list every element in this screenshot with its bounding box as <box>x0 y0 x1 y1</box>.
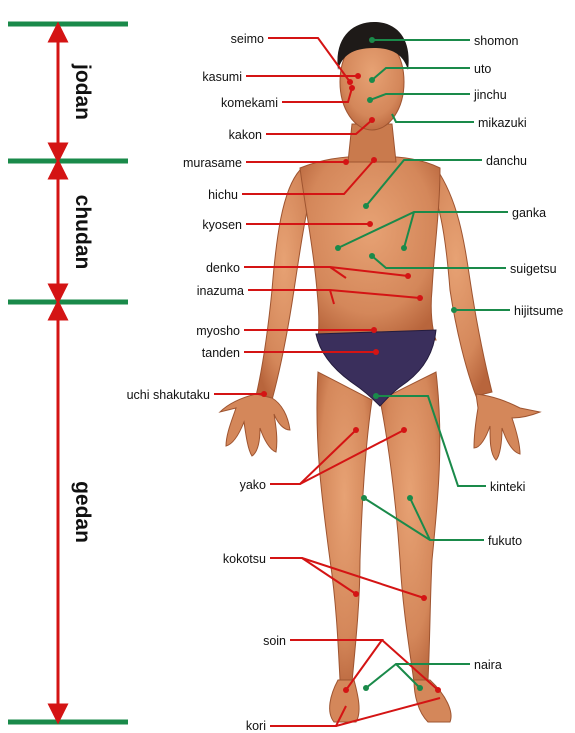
point-ganka-left <box>335 245 341 251</box>
label-kakon: kakon <box>229 128 262 142</box>
label-fukuto: fukuto <box>488 534 522 548</box>
point-naira-right <box>417 685 423 691</box>
point-kokotsu-left <box>353 591 359 597</box>
zone-label-gedan: gedan <box>71 481 94 543</box>
label-kori: kori <box>246 719 266 733</box>
point-hijitsume <box>451 307 457 313</box>
label-uchi-shakutaku: uchi shakutaku <box>127 388 210 402</box>
label-shomon: shomon <box>474 34 519 48</box>
label-naira: naira <box>474 658 502 672</box>
label-inazuma: inazuma <box>197 284 244 298</box>
zone-label-jodan: jodan <box>71 63 94 120</box>
label-denko: denko <box>206 261 240 275</box>
label-yako: yako <box>240 478 266 492</box>
label-kinteki: kinteki <box>490 480 525 494</box>
label-uto: uto <box>474 62 491 76</box>
point-hichu <box>371 157 377 163</box>
torso <box>300 156 440 340</box>
point-kakon <box>369 117 375 123</box>
label-soin: soin <box>263 634 286 648</box>
label-myosho: myosho <box>196 324 240 338</box>
point-kokotsu-right <box>421 595 427 601</box>
point-fukuto-left <box>361 495 367 501</box>
point-tanden <box>373 349 379 355</box>
point-fukuto-right <box>407 495 413 501</box>
leader-mikazuki <box>392 114 474 122</box>
point-soin-left <box>343 687 349 693</box>
label-suigetsu: suigetsu <box>510 262 557 276</box>
label-jinchu: jinchu <box>473 88 507 102</box>
point-jinchu <box>367 97 373 103</box>
label-hijitsume: hijitsume <box>514 304 563 318</box>
point-danchu <box>363 203 369 209</box>
point-komekami <box>349 85 355 91</box>
point-ganka-right <box>401 245 407 251</box>
left-leg <box>317 372 372 682</box>
point-denko <box>405 273 411 279</box>
label-hichu: hichu <box>208 188 238 202</box>
label-kokotsu: kokotsu <box>223 552 266 566</box>
label-komekami: komekami <box>221 96 278 110</box>
zone-label-chudan: chudan <box>71 195 94 270</box>
point-soin-right <box>435 687 441 693</box>
point-kinteki <box>373 393 379 399</box>
point-uto <box>369 77 375 83</box>
label-mikazuki: mikazuki <box>478 116 527 130</box>
point-myosho <box>371 327 377 333</box>
left-arm <box>256 170 312 400</box>
label-murasame: murasame <box>183 156 242 170</box>
label-danchu: danchu <box>486 154 527 168</box>
left-foot <box>330 680 359 722</box>
green-point-labels: shomon uto jinchu mikazuki danchu ganka … <box>473 34 563 672</box>
point-seimo <box>347 79 353 85</box>
point-yako-right <box>401 427 407 433</box>
right-hand <box>474 394 540 460</box>
point-uchi-shakutaku <box>261 391 267 397</box>
label-kyosen: kyosen <box>202 218 242 232</box>
point-murasame <box>343 159 349 165</box>
point-yako-left <box>353 427 359 433</box>
point-shomon <box>369 37 375 43</box>
point-naira-left <box>363 685 369 691</box>
label-ganka: ganka <box>512 206 546 220</box>
label-kasumi: kasumi <box>202 70 242 84</box>
label-tanden: tanden <box>202 346 240 360</box>
point-kasumi <box>355 73 361 79</box>
left-hand <box>220 394 290 456</box>
label-seimo: seimo <box>231 32 264 46</box>
leader-soin-a <box>290 640 382 690</box>
point-kyosen <box>367 221 373 227</box>
point-suigetsu <box>369 253 375 259</box>
point-inazuma <box>417 295 423 301</box>
zone-dividers <box>8 24 128 722</box>
